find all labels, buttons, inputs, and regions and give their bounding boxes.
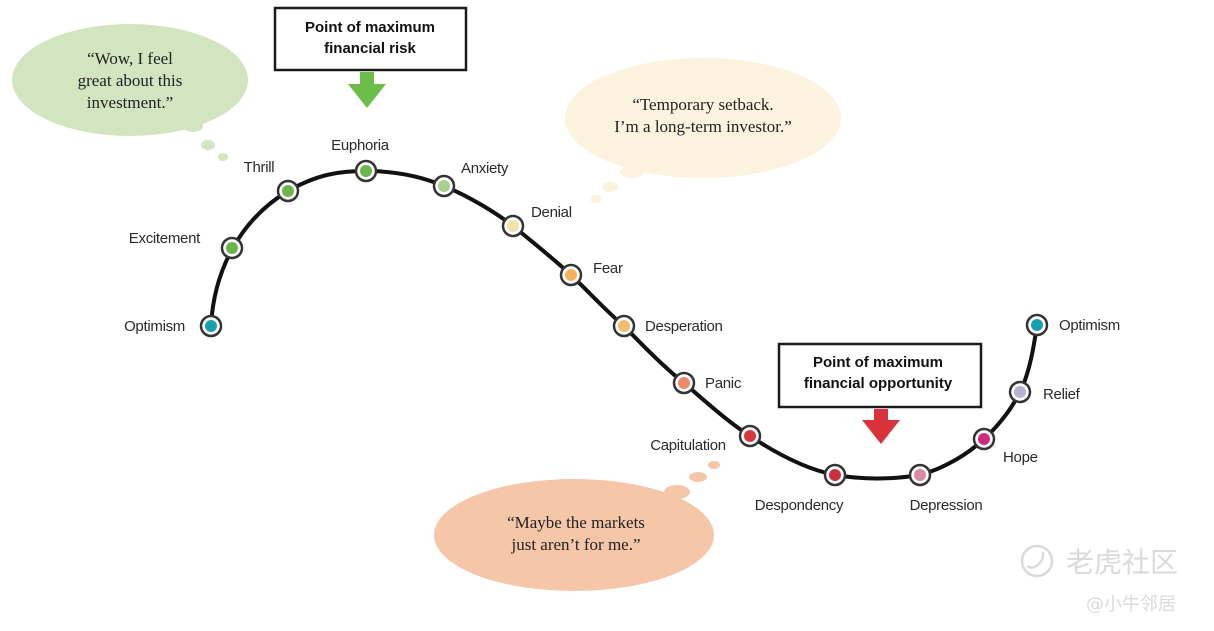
stage-label-denial: Denial xyxy=(531,204,572,221)
bubble-dot xyxy=(590,195,602,203)
stage-node-capitulation xyxy=(738,424,762,448)
bubble-text-line: “Wow, I feel xyxy=(87,49,173,68)
node-fill xyxy=(565,269,577,281)
node-fill xyxy=(914,469,926,481)
bubble-dot xyxy=(689,472,707,482)
stage-label-despondency: Despondency xyxy=(755,497,844,514)
bubble-text-line: “Temporary setback. xyxy=(632,95,773,114)
stage-node-despondency xyxy=(823,463,847,487)
bubble-dot xyxy=(620,166,644,178)
stage-node-fear xyxy=(559,263,583,287)
bubble-text-line: just aren’t for me.” xyxy=(510,535,640,554)
stage-node-depression xyxy=(908,463,932,487)
stage-label-anxiety: Anxiety xyxy=(461,160,509,177)
tiger-logo-icon xyxy=(1020,544,1054,578)
node-fill xyxy=(829,469,841,481)
stage-node-panic xyxy=(672,371,696,395)
bubble-dot xyxy=(183,120,203,132)
thought-bubble-capitulation: “Maybe the markets just aren’t for me.” xyxy=(434,461,720,591)
stage-node-denial xyxy=(501,214,525,238)
bubble-text-line: great about this xyxy=(78,71,183,90)
bubble-dot xyxy=(218,153,228,161)
stage-node-optimism xyxy=(1025,313,1049,337)
bubble-text-line: I’m a long-term investor.” xyxy=(614,117,792,136)
bubble-dot xyxy=(708,461,720,469)
stage-label-depression: Depression xyxy=(910,497,983,514)
watermark-handle: @小牛邻居 xyxy=(1086,594,1176,615)
stage-label-optimism: Optimism xyxy=(124,318,185,335)
stage-node-euphoria xyxy=(354,159,378,183)
stage-label-excitement: Excitement xyxy=(129,230,201,247)
stage-node-relief xyxy=(1008,380,1032,404)
node-fill xyxy=(507,220,519,232)
node-fill xyxy=(226,242,238,254)
stage-node-desperation xyxy=(612,314,636,338)
callout-max-risk: Point of maximum financial risk xyxy=(273,6,468,108)
stage-label-thrill: Thrill xyxy=(244,159,275,176)
stage-labels: Optimism Excitement Thrill Euphoria Anxi… xyxy=(124,137,1120,514)
stage-label-relief: Relief xyxy=(1043,386,1081,403)
watermark-brand: 老虎社区 xyxy=(1066,546,1178,579)
tiger-logo-stroke xyxy=(1026,551,1045,569)
stage-node-hope xyxy=(972,427,996,451)
stage-node-thrill xyxy=(276,179,300,203)
callout-box xyxy=(273,6,468,72)
callout-max-opportunity: Point of maximum financial opportunity xyxy=(777,342,983,444)
callout-text-line: Point of maximum xyxy=(305,19,435,36)
stage-label-euphoria: Euphoria xyxy=(331,137,390,154)
node-fill xyxy=(1014,386,1026,398)
down-arrow-icon xyxy=(862,409,900,444)
node-fill xyxy=(744,430,756,442)
bubble-text-line: investment.” xyxy=(87,93,173,112)
bubble-dot xyxy=(602,182,618,192)
callout-text-line: financial opportunity xyxy=(804,375,953,392)
bubble-shape xyxy=(434,479,714,591)
bubble-text-line: “Maybe the markets xyxy=(507,513,645,532)
stage-label-capitulation: Capitulation xyxy=(650,437,726,454)
callout-text-line: financial risk xyxy=(324,40,416,57)
node-fill xyxy=(678,377,690,389)
node-fill xyxy=(1031,319,1043,331)
bubble-shape xyxy=(12,24,248,136)
stage-label-desperation: Desperation xyxy=(645,318,723,335)
stage-label-panic: Panic xyxy=(705,375,742,392)
node-fill xyxy=(360,165,372,177)
callout-box xyxy=(777,342,983,409)
stage-label-hope: Hope xyxy=(1003,449,1038,466)
node-fill xyxy=(978,433,990,445)
callout-text-line: Point of maximum xyxy=(813,354,943,371)
thought-bubble-euphoric: “Wow, I feel great about this investment… xyxy=(12,24,248,161)
bubble-dot xyxy=(664,485,690,499)
watermark: 老虎社区 @小牛邻居 xyxy=(1020,544,1178,615)
stage-nodes xyxy=(199,159,1049,487)
node-fill xyxy=(282,185,294,197)
down-arrow-icon xyxy=(348,72,386,108)
thought-bubble-denial: “Temporary setback. I’m a long-term inve… xyxy=(565,58,841,203)
bubble-shape xyxy=(565,58,841,178)
stage-node-optimism xyxy=(199,314,223,338)
bubble-dot xyxy=(201,140,215,150)
stage-node-anxiety xyxy=(432,174,456,198)
node-fill xyxy=(438,180,450,192)
stage-label-fear: Fear xyxy=(593,260,623,277)
stage-label-optimism-return: Optimism xyxy=(1059,317,1120,334)
node-fill xyxy=(205,320,217,332)
node-fill xyxy=(618,320,630,332)
stage-node-excitement xyxy=(220,236,244,260)
